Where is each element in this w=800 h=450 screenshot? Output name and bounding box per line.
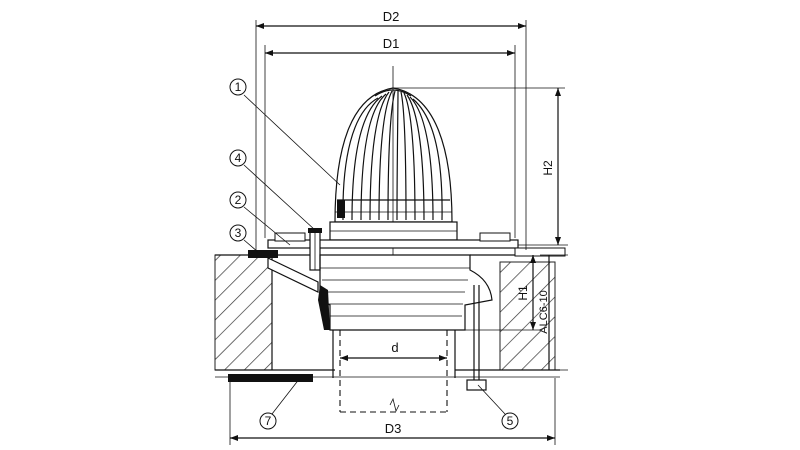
callout-3: 3 (229, 224, 247, 242)
svg-text:3: 3 (235, 226, 242, 240)
dome-strainer (334, 66, 453, 255)
drain-body (318, 254, 493, 331)
svg-text:2: 2 (235, 193, 242, 207)
dimension-lines (229, 20, 568, 445)
outlet-pipe (332, 330, 456, 413)
label-d1: D1 (383, 36, 400, 51)
callout-leaders (243, 94, 506, 415)
label-h2: H2 (541, 160, 555, 176)
callout-4: 4 (229, 149, 247, 167)
callout-7: 7 (259, 412, 277, 430)
callout-5: 5 (501, 412, 519, 430)
svg-text:7: 7 (265, 414, 272, 428)
anchor-bolt (466, 285, 487, 391)
label-h1: H1 (516, 285, 530, 301)
label-d: d (391, 340, 398, 355)
callout-2: 2 (229, 191, 247, 209)
svg-text:1: 1 (235, 80, 242, 94)
svg-text:5: 5 (507, 414, 514, 428)
svg-text:4: 4 (235, 151, 242, 165)
callout-1: 1 (229, 78, 247, 96)
clamp-ring (248, 221, 566, 293)
bottom-plate (228, 374, 313, 382)
label-d3: D3 (385, 421, 402, 436)
label-alc: ALC6-10 (538, 290, 550, 333)
label-d2: D2 (383, 9, 400, 24)
